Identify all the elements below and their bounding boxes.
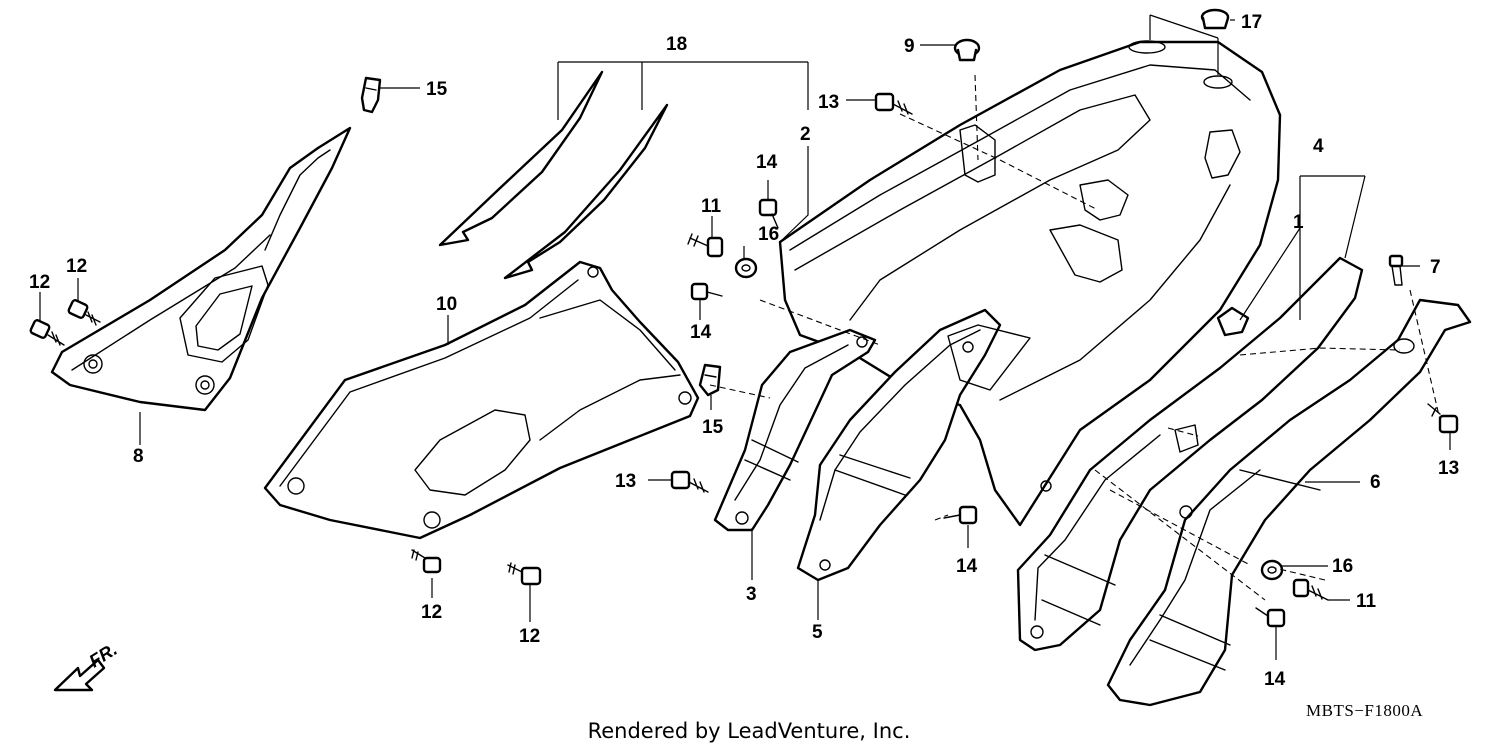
part-6-right-rear-panel — [1106, 298, 1472, 707]
bolt-icon — [507, 562, 542, 586]
bolt-icon — [411, 549, 442, 574]
part-8-side-cover — [50, 126, 352, 412]
callout-5: 5 — [812, 622, 823, 643]
callout-4: 4 — [1313, 136, 1324, 157]
callout-7: 7 — [1430, 257, 1441, 278]
bolt-icon — [670, 470, 709, 493]
assembly-lines — [709, 74, 1441, 601]
part-2-rear-cowl — [778, 40, 1282, 527]
callout-8: 8 — [133, 446, 144, 467]
washer-icon — [734, 257, 758, 279]
callout-15: 15 — [426, 79, 448, 100]
callout-11: 11 — [701, 196, 722, 217]
bolt-icon — [690, 282, 723, 301]
callout-10: 10 — [436, 294, 457, 315]
callout-1: 1 — [1293, 212, 1304, 233]
callout-12: 12 — [421, 602, 442, 623]
clip-icon — [698, 363, 722, 397]
callout-14: 14 — [1264, 669, 1286, 690]
washer-icon — [1260, 559, 1284, 581]
callout-2: 2 — [800, 124, 811, 145]
callout-16: 16 — [1332, 556, 1353, 577]
leader-lines — [39, 14, 1451, 660]
clip-icon — [360, 76, 382, 114]
diagram-code: MBTS−F1800A — [1306, 701, 1423, 720]
callout-14: 14 — [756, 152, 778, 173]
bolt-icon — [874, 92, 913, 115]
bolt-icon — [1427, 403, 1459, 434]
grommet-icon — [953, 38, 981, 62]
part-3-left-inner-cover — [713, 328, 877, 532]
bolt-icon — [67, 299, 101, 326]
callout-6: 6 — [1370, 472, 1381, 493]
callout-13: 13 — [818, 92, 839, 113]
callout-12: 12 — [519, 626, 540, 647]
callout-18: 18 — [666, 34, 687, 55]
bolt-icon — [29, 319, 65, 346]
callout-13: 13 — [615, 471, 636, 492]
callout-12: 12 — [66, 256, 87, 277]
callout-13: 13 — [1438, 458, 1459, 479]
callout-12: 12 — [29, 272, 50, 293]
front-arrow-icon — [53, 658, 106, 692]
callout-17: 17 — [1241, 12, 1262, 33]
callout-9: 9 — [904, 36, 915, 57]
callout-11: 11 — [1356, 591, 1377, 612]
front-direction-indicator: FR. — [53, 639, 121, 692]
callout-3: 3 — [746, 584, 757, 605]
clip-icon — [1216, 306, 1250, 337]
callout-16: 16 — [758, 224, 779, 245]
callout-14: 14 — [690, 322, 712, 343]
credit-footer: Rendered by LeadVenture, Inc. — [588, 719, 911, 743]
part-4-right-under-panel — [1016, 256, 1364, 652]
cap-icon — [1200, 8, 1230, 30]
callout-labels: 18 15 12 12 8 10 12 12 11 16 14 14 15 13… — [29, 12, 1459, 690]
screw-icon — [1388, 254, 1404, 286]
bolt-icon — [687, 233, 724, 258]
callout-14: 14 — [956, 556, 978, 577]
part-18-stripes — [438, 70, 669, 280]
callout-15: 15 — [702, 417, 724, 438]
bolt-icon — [1292, 578, 1329, 601]
part-10-side-panel — [263, 260, 700, 540]
part-5-right-inner-cover — [796, 308, 1031, 582]
bolt-icon — [943, 505, 978, 525]
bolt-icon — [1255, 607, 1286, 628]
